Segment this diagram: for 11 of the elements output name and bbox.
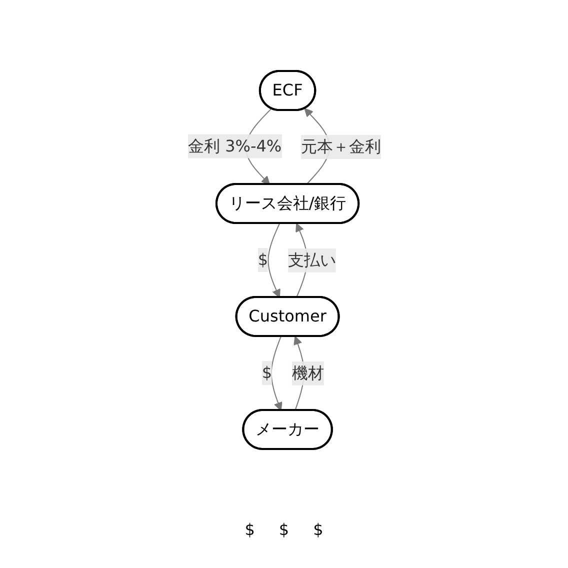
arrow bbox=[270, 336, 282, 411]
edge-label: $ bbox=[261, 362, 272, 382]
edge-label: 機材 bbox=[291, 363, 324, 382]
note-text: $ bbox=[278, 520, 290, 539]
edge-label: 元本＋金利 bbox=[300, 137, 380, 156]
note-text: $ bbox=[244, 520, 255, 539]
arrow bbox=[267, 223, 280, 298]
edge-label: $ bbox=[257, 250, 268, 269]
edge-label: 支払い bbox=[287, 250, 336, 270]
edge-label: 金利 3%-4% bbox=[188, 136, 282, 156]
note-text: $ bbox=[313, 520, 324, 539]
